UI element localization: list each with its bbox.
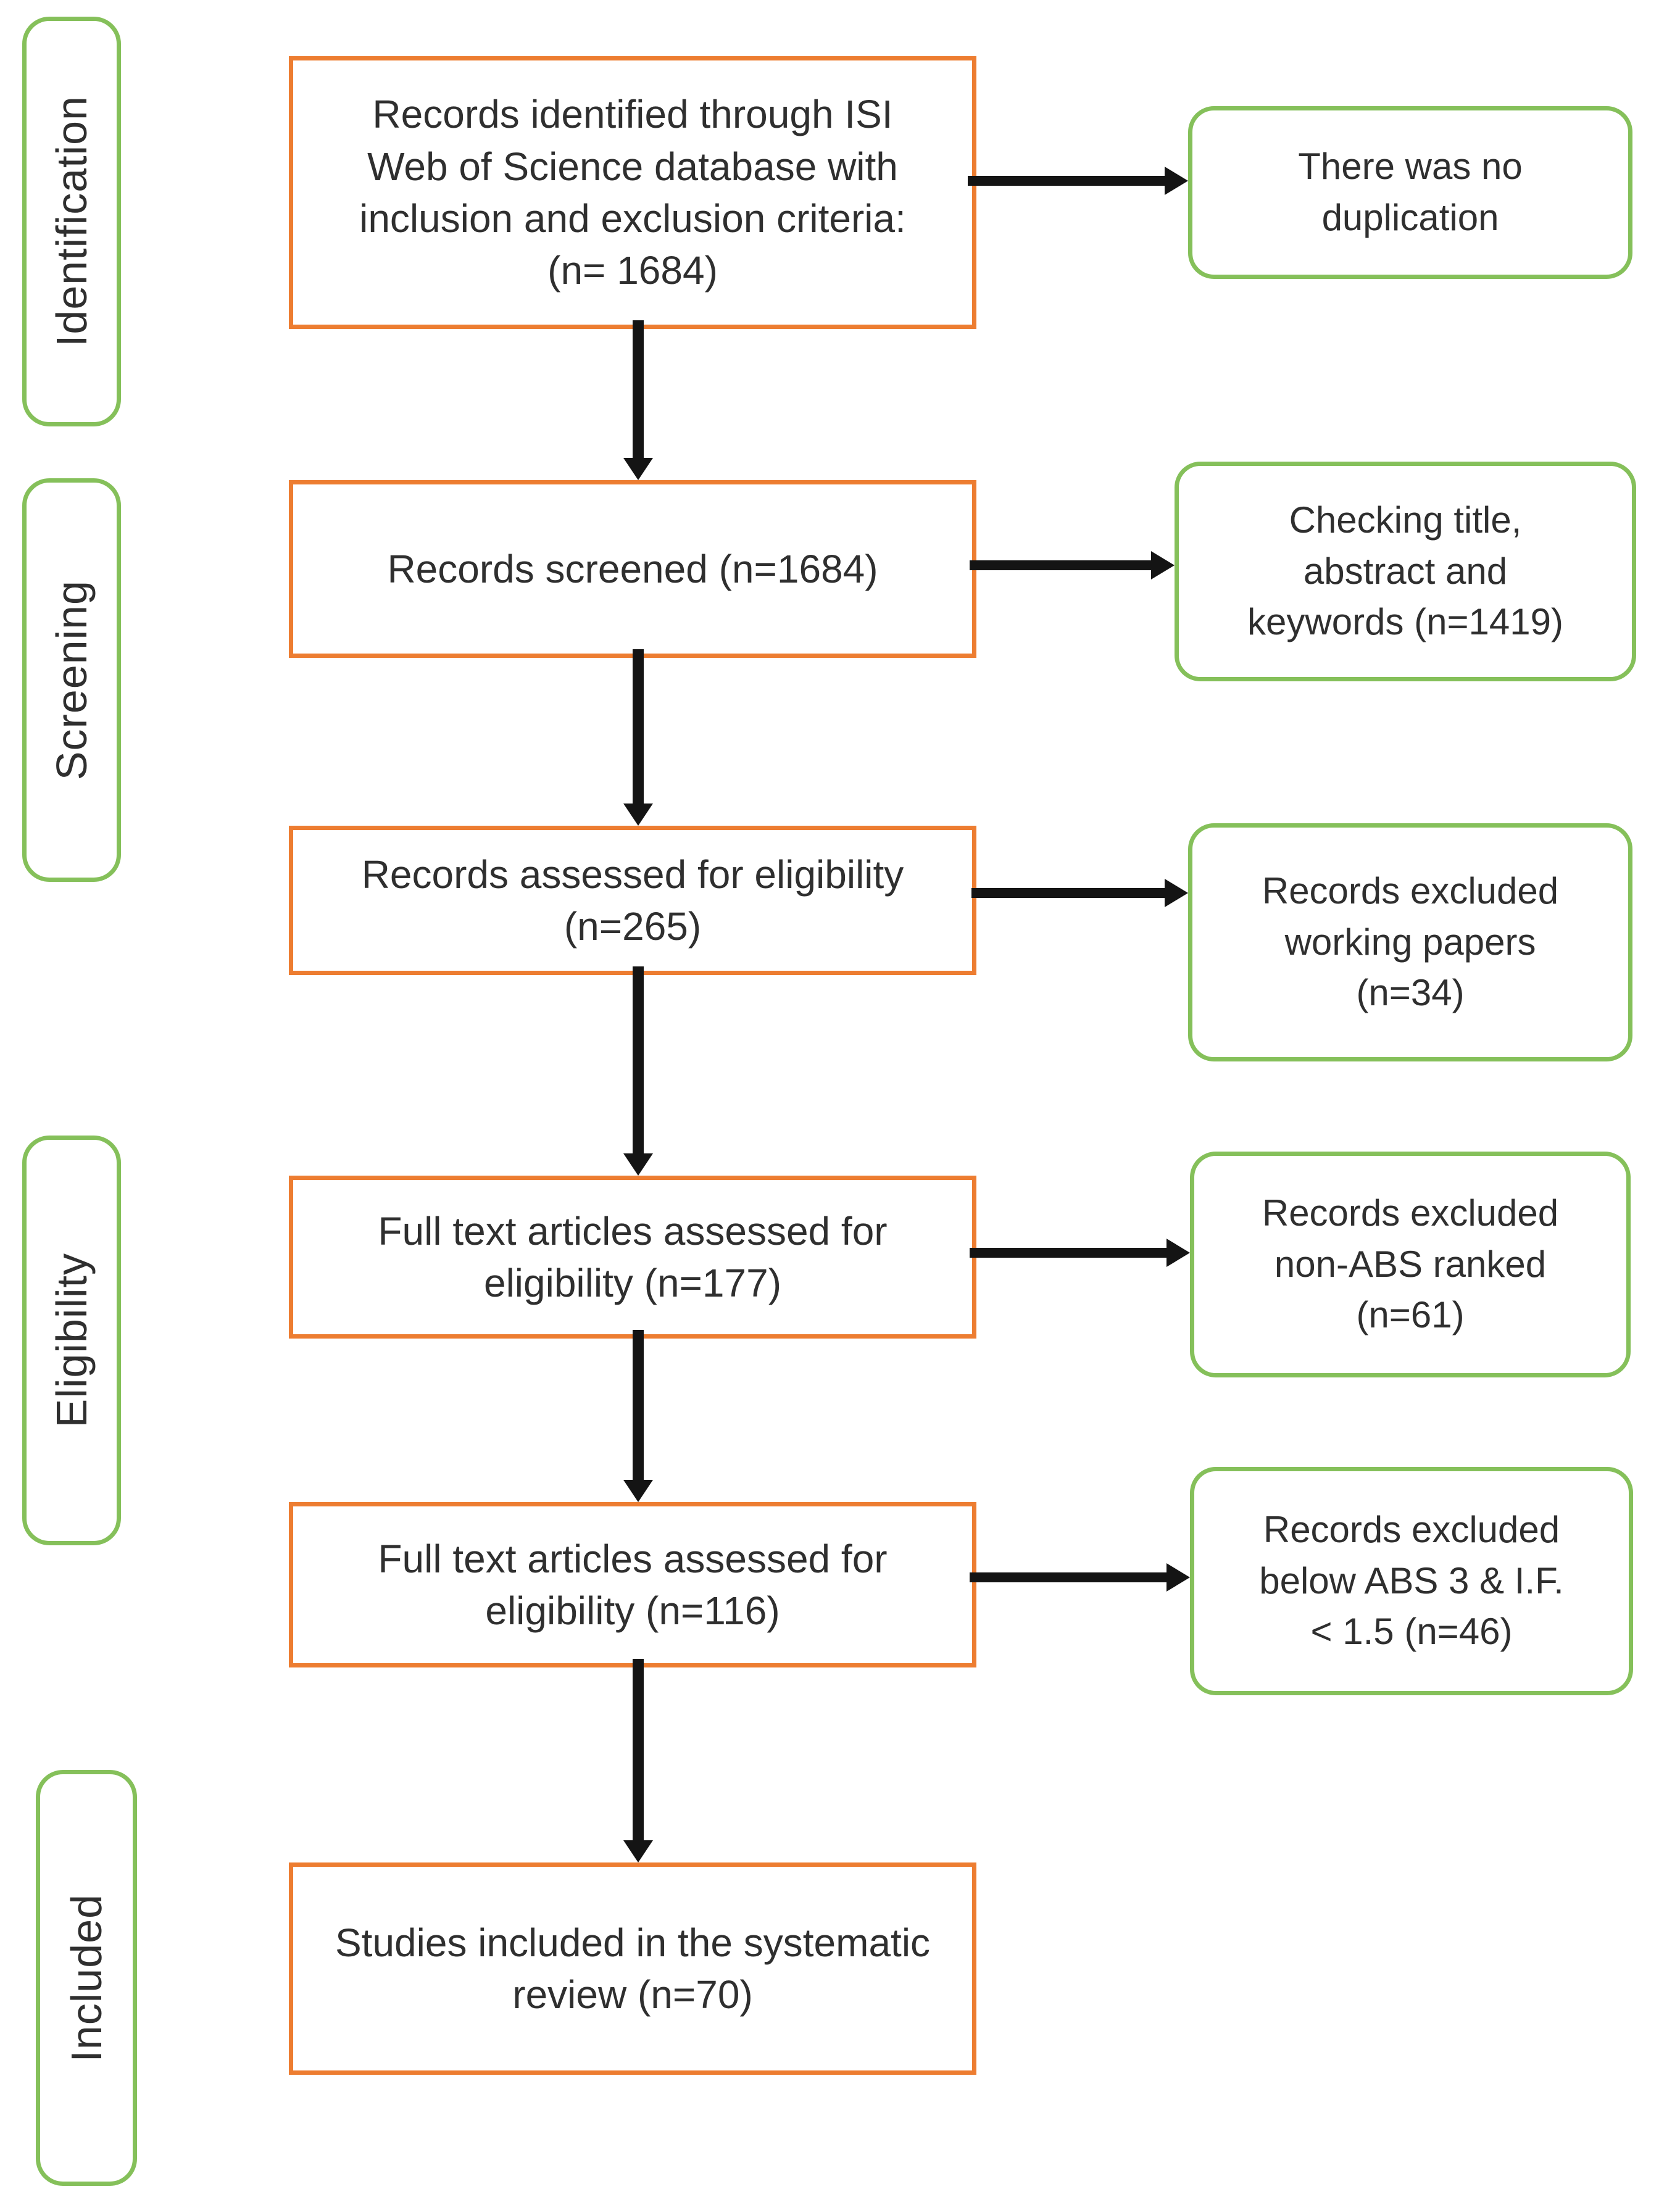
arrow-down-fulltext116-to-included [633, 1659, 644, 1842]
flow-box-records-assessed: Records assessed for eligibility (n=265) [289, 826, 976, 975]
flow-box-text-line: (n=265) [563, 904, 702, 949]
arrow-right-to-excluded-working-papers [971, 888, 1166, 898]
side-box-text-line: duplication [1321, 197, 1499, 238]
side-box-text-line: abstract and [1303, 550, 1508, 592]
flow-box-fulltext-177: Full text articles assessed for eligibil… [289, 1176, 976, 1339]
side-box-text-line: keywords (n=1419) [1247, 601, 1563, 643]
flow-box-text-line: Full text articles assessed for [378, 1536, 888, 1581]
flow-box-text-line: eligibility (n=116) [485, 1588, 780, 1633]
arrow-right-to-excluded-below-abs3 [970, 1572, 1168, 1582]
stage-label-identification: Identification [48, 96, 96, 347]
flow-box-fulltext-116: Full text articles assessed for eligibil… [289, 1502, 976, 1667]
arrow-right-to-excluded-non-abs [970, 1248, 1168, 1258]
flow-box-studies-included: Studies included in the systematic revie… [289, 1862, 976, 2075]
flow-box-records-screened: Records screened (n=1684) [289, 480, 976, 658]
side-box-text-line: There was no [1298, 146, 1523, 188]
side-box-text-line: non-ABS ranked [1274, 1243, 1547, 1285]
flow-box-text-line: eligibility (n=177) [483, 1261, 782, 1305]
flow-box-text-line: Full text articles assessed for [378, 1208, 888, 1253]
side-box-excluded-below-abs3: Records excluded below ABS 3 & I.F. < 1.… [1190, 1467, 1633, 1695]
arrow-right-to-no-duplication [968, 176, 1166, 186]
flow-box-text-line: Records identified through ISI [372, 92, 893, 137]
side-box-text-line: Records excluded [1263, 1508, 1560, 1550]
side-box-text-line: working papers [1284, 921, 1536, 963]
flow-box-text-line: Web of Science database with [367, 144, 898, 189]
side-box-text-line: Checking title, [1289, 499, 1522, 541]
stage-label-eligibility: Eligibility [48, 1253, 96, 1428]
flow-box-text-line: review (n=70) [512, 1972, 753, 2017]
stage-box-identification: Identification [22, 17, 121, 426]
flow-box-text-line: inclusion and exclusion criteria: [359, 196, 906, 241]
stage-label-included: Included [62, 1893, 110, 2062]
side-box-excluded-working-papers: Records excluded working papers (n=34) [1188, 823, 1632, 1061]
side-box-checking-title: Checking title, abstract and keywords (n… [1175, 462, 1636, 681]
stage-label-screening: Screening [48, 579, 96, 781]
flow-box-text-line: (n= 1684) [547, 248, 718, 293]
side-box-text-line: < 1.5 (n=46) [1310, 1611, 1513, 1653]
side-box-text-line: below ABS 3 & I.F. [1259, 1559, 1564, 1601]
arrow-right-to-checking-title [970, 560, 1152, 570]
flow-box-text-line: Studies included in the systematic [335, 1920, 931, 1965]
flow-box-text-line: Records screened (n=1684) [387, 546, 878, 591]
arrow-down-fulltext177-to-fulltext116 [633, 1330, 644, 1481]
flow-box-text-line: Records assessed for eligibility [361, 852, 904, 897]
side-box-excluded-non-abs: Records excluded non-ABS ranked (n=61) [1190, 1152, 1631, 1377]
stage-box-eligibility: Eligibility [22, 1136, 121, 1545]
side-box-text-line: (n=34) [1356, 972, 1465, 1014]
arrow-down-screened-to-assessed [633, 649, 644, 805]
arrow-down-identified-to-screened [633, 320, 644, 459]
stage-box-screening: Screening [22, 478, 121, 882]
side-box-text-line: (n=61) [1356, 1294, 1465, 1336]
side-box-text-line: Records excluded [1262, 1192, 1559, 1234]
stage-box-included: Included [36, 1770, 137, 2186]
side-box-text-line: Records excluded [1262, 870, 1559, 911]
side-box-no-duplication: There was no duplication [1188, 106, 1632, 279]
arrow-down-assessed-to-fulltext177 [633, 966, 644, 1155]
flow-box-records-identified: Records identified through ISI Web of Sc… [289, 56, 976, 329]
